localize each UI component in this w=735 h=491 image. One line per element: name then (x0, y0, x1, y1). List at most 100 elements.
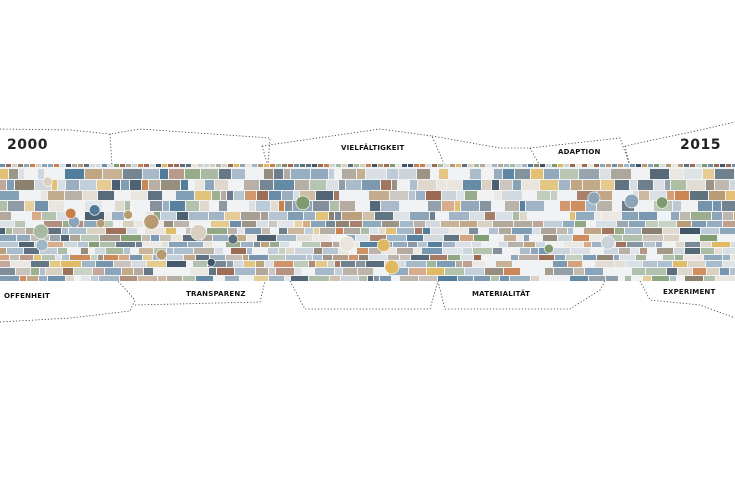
thumbnail-image (626, 261, 642, 267)
thumbnail-image (196, 276, 213, 281)
timeline-band-tick (102, 164, 107, 167)
thumbnail-image (463, 180, 481, 190)
thumbnail-image (167, 261, 186, 267)
thumbnail-image (730, 268, 735, 275)
thumbnail-image (568, 228, 573, 234)
timeline-band-tick (672, 164, 677, 167)
thumbnail-image (570, 212, 575, 220)
thumbnail-image (91, 276, 98, 281)
thumbnail-image (555, 255, 565, 260)
thumbnail-image (560, 201, 570, 211)
timeline-band-tick (534, 164, 539, 167)
timeline-band-tick (156, 164, 161, 167)
timeline-band-tick (144, 164, 149, 167)
thumbnail-image (186, 201, 199, 211)
circular-thumbnail (96, 219, 106, 229)
thumbnail-image (200, 201, 209, 211)
thumbnail-image (537, 191, 550, 200)
thumbnail-image (313, 235, 331, 241)
timeline-band-tick (6, 164, 11, 167)
thumbnail-image (583, 180, 600, 190)
thumbnail-image (85, 212, 104, 220)
thumbnail-image (40, 268, 45, 275)
thumbnail-image (631, 248, 639, 254)
thumbnail-image (160, 169, 168, 179)
thumbnail-image (286, 255, 306, 260)
thumbnail-image (574, 268, 584, 275)
thumbnail-image (330, 201, 339, 211)
circular-thumbnail (206, 258, 216, 267)
timeline-band-tick (342, 164, 347, 167)
thumbnail-image (375, 212, 393, 220)
thumbnail-image (422, 248, 442, 254)
timeline-band-tick (510, 164, 515, 167)
circular-thumbnail (543, 243, 554, 254)
thumbnail-image (437, 180, 446, 190)
thumbnail-image (713, 201, 721, 211)
timeline-band-tick (528, 164, 533, 167)
thumbnail-image (270, 242, 279, 247)
thumbnail-image (503, 169, 514, 179)
thumbnail-image (48, 191, 64, 200)
timeline-band-tick (300, 164, 305, 167)
timeline-band-tick (186, 164, 191, 167)
thumbnail-image (300, 191, 315, 200)
thumbnail-image (93, 268, 104, 275)
thumbnail-image (38, 169, 44, 179)
thumbnail-image (381, 180, 391, 190)
thumbnail-image (360, 242, 380, 247)
thumbnail-image (121, 180, 129, 190)
thumbnail-image (0, 201, 7, 211)
thumbnail-image (499, 228, 511, 234)
thumbnail-image (673, 201, 681, 211)
thumbnail-image (586, 201, 596, 211)
thumbnail-image (260, 180, 273, 190)
thumbnail-image (174, 248, 193, 254)
thumbnail-image (268, 248, 278, 254)
timeline-band-tick (288, 164, 293, 167)
thumbnail-image (7, 248, 23, 254)
thumbnail-image (183, 276, 195, 281)
thumbnail-image (449, 212, 469, 220)
thumbnail-image (701, 248, 714, 254)
thumbnail-image (617, 221, 628, 227)
thumbnail-image (730, 180, 735, 190)
thumbnail-image (684, 255, 703, 260)
thumbnail-image (701, 242, 711, 247)
thumbnail-image (590, 235, 607, 241)
thumbnail-image (397, 228, 414, 234)
thumbnail-image (297, 235, 312, 241)
thumbnail-image (394, 212, 409, 220)
thumbnail-image (183, 235, 201, 241)
thumbnail-image (74, 268, 92, 275)
thumbnail-image (715, 169, 734, 179)
thumbnail-image (606, 276, 618, 281)
timeline-band-tick (90, 164, 95, 167)
thumbnail-image (622, 212, 638, 220)
thumbnail-image (242, 221, 256, 227)
thumbnail-image (426, 191, 441, 200)
thumbnail-image (463, 261, 472, 267)
thumbnail-image (82, 261, 95, 267)
thumbnail-image (482, 180, 491, 190)
timeline-band-tick (402, 164, 407, 167)
thumbnail-image (227, 261, 233, 267)
thumbnail-image (26, 228, 36, 234)
thumbnail-image (143, 255, 152, 260)
timeline-band-tick (18, 164, 23, 167)
thumbnail-image (597, 255, 613, 260)
thumbnail-image (333, 255, 348, 260)
thumbnail-image (265, 261, 273, 267)
thumbnail-image (316, 261, 327, 267)
thumbnail-image (61, 261, 81, 267)
thumbnail-image (368, 276, 373, 281)
thumbnail-image (219, 169, 231, 179)
thumbnail-image (234, 191, 244, 200)
thumbnail-image (370, 201, 380, 211)
outline-adaption-left (529, 147, 541, 167)
thumbnail-image (112, 180, 120, 190)
thumbnail-image (485, 212, 495, 220)
thumbnail-image (167, 248, 173, 254)
thumbnail-image (474, 235, 489, 241)
